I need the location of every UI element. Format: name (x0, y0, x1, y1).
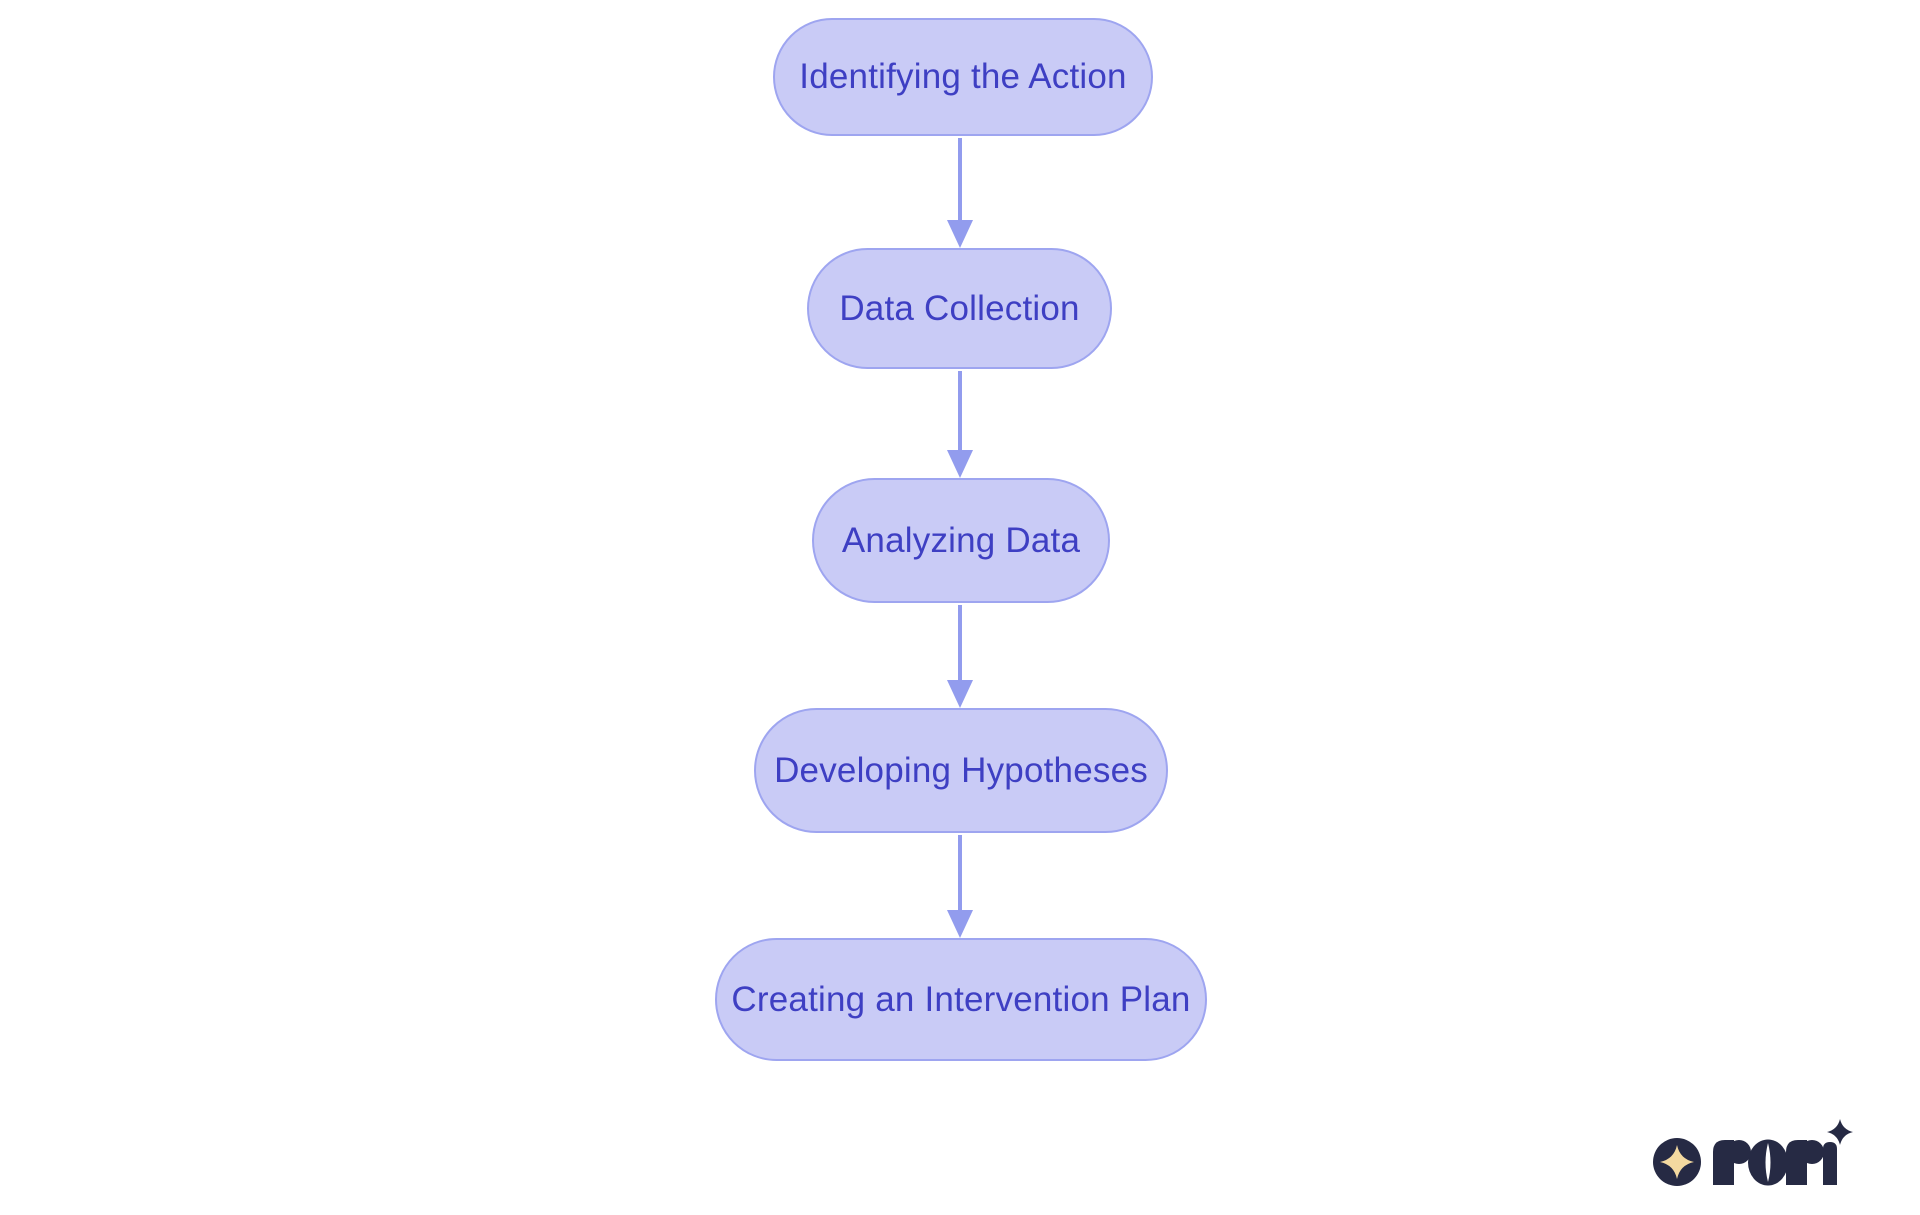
flow-arrow-3 (947, 605, 973, 708)
flow-node-developing-hypotheses: Developing Hypotheses (754, 708, 1168, 833)
flow-node-identifying-the-action: Identifying the Action (773, 18, 1153, 136)
node-label: Developing Hypotheses (774, 750, 1148, 790)
arrow-down-icon (947, 220, 973, 248)
flow-node-data-collection: Data Collection (807, 248, 1112, 369)
rori-wordmark (1713, 1119, 1853, 1186)
flow-arrow-1 (947, 138, 973, 248)
node-label: Data Collection (839, 288, 1080, 328)
sparkle-badge-icon (1653, 1138, 1701, 1186)
flow-arrow-4 (947, 835, 973, 938)
arrow-line (958, 605, 962, 680)
arrow-line (958, 835, 962, 910)
arrow-down-icon (947, 450, 973, 478)
node-label: Identifying the Action (799, 57, 1127, 96)
arrow-down-icon (947, 910, 973, 938)
flow-node-analyzing-data: Analyzing Data (812, 478, 1110, 603)
flow-arrow-2 (947, 371, 973, 478)
sparkle-star-icon (1827, 1119, 1853, 1145)
node-label: Creating an Intervention Plan (731, 979, 1191, 1019)
arrow-line (958, 138, 962, 220)
arrow-line (958, 371, 962, 450)
node-label: Analyzing Data (841, 520, 1081, 560)
arrow-down-icon (947, 680, 973, 708)
flow-node-creating-an-intervention-plan: Creating an Intervention Plan (715, 938, 1207, 1061)
rori-logo (1653, 1119, 1853, 1186)
